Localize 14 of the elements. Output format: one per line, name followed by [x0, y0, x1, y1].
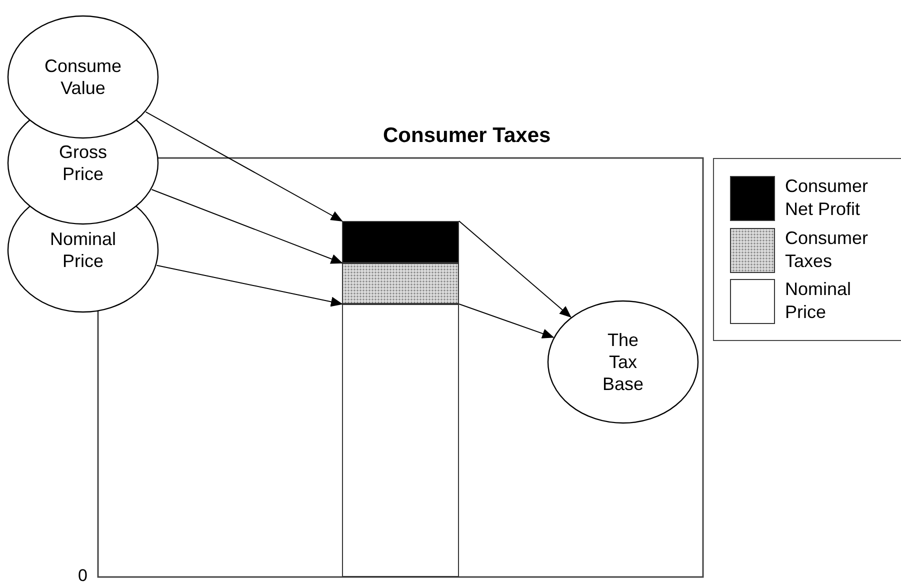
legend-label: Consumer Net Profit [785, 175, 870, 221]
arrow [458, 220, 572, 318]
chart-title: Consumer Taxes [383, 124, 551, 148]
legend-label: Nominal Price [785, 278, 852, 324]
node-label: Consume Value [43, 55, 123, 99]
arrow [156, 264, 343, 307]
arrow [145, 111, 343, 222]
arrow [151, 189, 343, 264]
legend-label: Consumer Taxes [785, 226, 870, 272]
arrow [458, 304, 554, 338]
axis-value-label: 0 [78, 566, 88, 586]
node-label: Nominal Price [48, 228, 118, 272]
node-label: The Tax Base [601, 329, 645, 395]
node-label: Gross Price [58, 141, 108, 185]
